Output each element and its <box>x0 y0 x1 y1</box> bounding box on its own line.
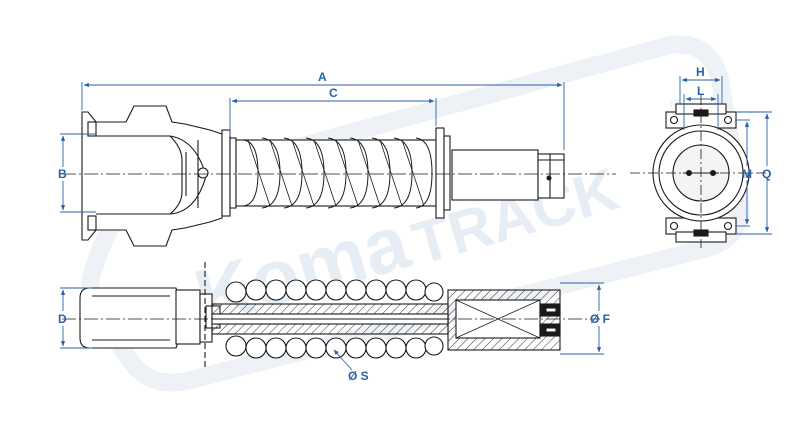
rear-flange <box>435 127 445 219</box>
dim-label-s: Ø S <box>348 369 369 383</box>
spring-body-top <box>235 139 437 207</box>
dim-label-b: B <box>58 167 67 181</box>
dim-label-h: H <box>696 65 705 79</box>
dimension-lines <box>60 76 772 371</box>
spring-coils-top <box>241 137 433 209</box>
yoke-top <box>81 105 223 247</box>
dim-label-d: D <box>58 312 67 326</box>
yoke-pin-hole <box>197 167 209 179</box>
dim-label-l: L <box>697 84 704 98</box>
front-flange <box>221 129 231 217</box>
dim-label-c: C <box>329 86 338 100</box>
dim-label-q: Q <box>762 167 771 181</box>
dimension-labels: A C B D Ø F H L M Q Ø S <box>58 65 771 383</box>
top-view <box>81 105 565 247</box>
cylinder-top <box>451 149 539 201</box>
dim-label-a: A <box>318 70 327 84</box>
dim-label-m: M <box>742 167 752 181</box>
cylinder-end-top <box>537 153 565 199</box>
dim-label-f: Ø F <box>590 312 610 326</box>
yoke-section <box>79 287 181 349</box>
spring-section-upper <box>225 279 444 303</box>
spring-section-lower <box>225 335 444 359</box>
